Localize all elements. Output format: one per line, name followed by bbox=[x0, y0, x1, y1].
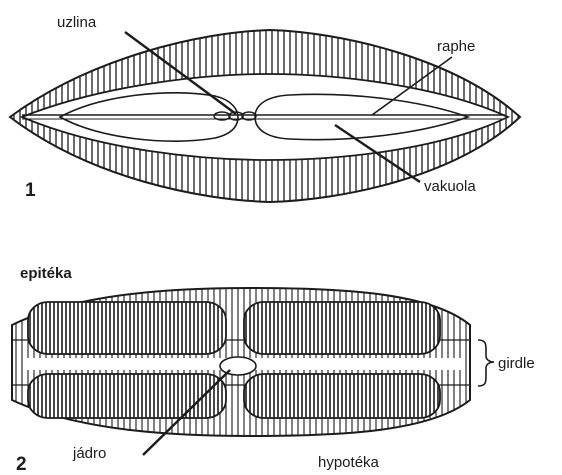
figure-2-girdle-view: epitéka girdle jádro hypotéka 2 bbox=[12, 265, 535, 475]
fig1-central-area bbox=[22, 74, 508, 160]
chloroplast-lobe bbox=[244, 302, 440, 354]
fig2-number: 2 bbox=[16, 454, 27, 475]
fig2-girdle-brace bbox=[478, 340, 494, 386]
fig2-hypoteka-label: hypotéka bbox=[318, 454, 380, 471]
fig1-uzlina-label: uzlina bbox=[57, 14, 97, 31]
fig2-jadro-label: jádro bbox=[72, 445, 106, 462]
fig2-nucleus bbox=[220, 357, 256, 375]
fig1-number: 1 bbox=[25, 180, 36, 201]
chloroplast-lobe bbox=[244, 374, 440, 418]
figure-1-valve-view: uzlina raphe vakuola 1 bbox=[10, 14, 520, 212]
fig1-vakuola-label: vakuola bbox=[424, 178, 476, 195]
chloroplast-lobe bbox=[28, 302, 226, 354]
chloroplast-lobe bbox=[28, 374, 226, 418]
fig2-girdle-label: girdle bbox=[498, 355, 535, 372]
fig1-raphe-label: raphe bbox=[437, 38, 475, 55]
fig2-epiteka-label: epitéka bbox=[20, 265, 72, 282]
